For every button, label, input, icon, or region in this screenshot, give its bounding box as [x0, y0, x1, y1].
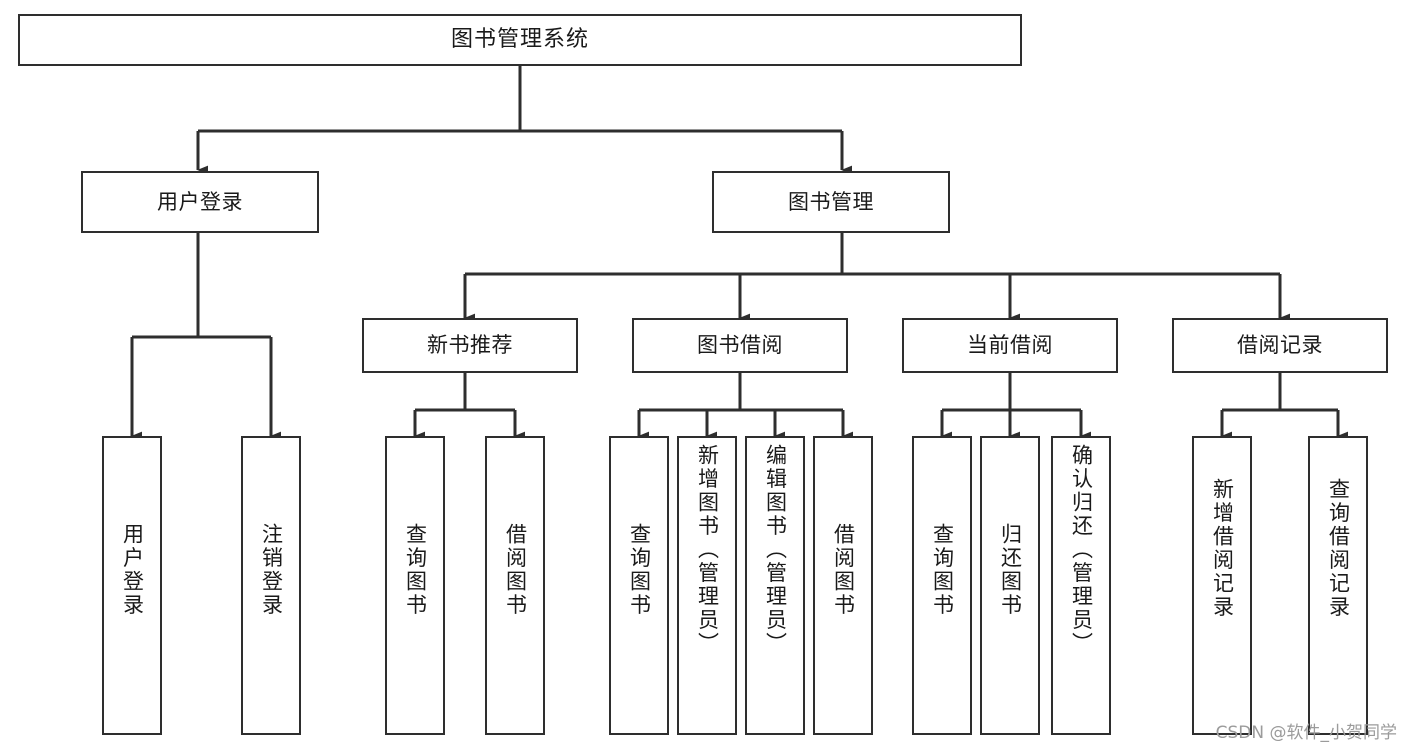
node-label: 当前借阅: [967, 333, 1053, 358]
node-label: 借阅记录: [1237, 333, 1323, 358]
node-new-book-recommendation[interactable]: 新书推荐: [362, 318, 578, 373]
node-label: 查询借阅记录: [1326, 478, 1351, 619]
node-label: 新书推荐: [427, 333, 513, 358]
node-book-management[interactable]: 图书管理: [712, 171, 950, 233]
node-label: 借阅图书: [831, 523, 856, 617]
leaf-borrow-book-new-rec[interactable]: 借阅图书: [485, 436, 545, 735]
node-label: 查询图书: [627, 523, 652, 617]
leaf-query-book-current[interactable]: 查询图书: [912, 436, 972, 735]
leaf-logout[interactable]: 注销登录: [241, 436, 301, 735]
node-label: 归还图书: [998, 523, 1023, 617]
leaf-borrow-book-borrow[interactable]: 借阅图书: [813, 436, 873, 735]
leaf-user-login[interactable]: 用户登录: [102, 436, 162, 735]
leaf-return-book[interactable]: 归还图书: [980, 436, 1040, 735]
node-label: 新增借阅记录: [1210, 478, 1235, 619]
leaf-edit-book-admin[interactable]: 编辑图书（管理员）: [745, 436, 805, 735]
node-label: 借阅图书: [503, 523, 528, 617]
csdn-watermark: CSDN @软件_小贺同学: [1215, 723, 1397, 743]
leaf-query-borrow-record[interactable]: 查询借阅记录: [1308, 436, 1368, 735]
node-label: 用户登录: [120, 523, 145, 617]
node-user-login[interactable]: 用户登录: [81, 171, 319, 233]
node-label: 注销登录: [259, 523, 284, 617]
leaf-add-borrow-record[interactable]: 新增借阅记录: [1192, 436, 1252, 735]
leaf-add-book-admin[interactable]: 新增图书（管理员）: [677, 436, 737, 735]
node-label: 查询图书: [930, 523, 955, 617]
node-book-borrowing[interactable]: 图书借阅: [632, 318, 848, 373]
node-label: 图书管理: [788, 189, 874, 214]
node-borrowing-record[interactable]: 借阅记录: [1172, 318, 1388, 373]
leaf-query-book-borrow[interactable]: 查询图书: [609, 436, 669, 735]
leaf-confirm-return-admin[interactable]: 确认归还（管理员）: [1051, 436, 1111, 735]
node-root-book-management-system[interactable]: 图书管理系统: [18, 14, 1022, 66]
node-current-borrowing[interactable]: 当前借阅: [902, 318, 1118, 373]
node-label: 新增图书（管理员）: [695, 444, 720, 656]
node-label: 图书借阅: [697, 333, 783, 358]
node-label: 用户登录: [157, 189, 243, 214]
leaf-query-book-new-rec[interactable]: 查询图书: [385, 436, 445, 735]
node-label: 确认归还（管理员）: [1069, 444, 1094, 656]
node-label: 图书管理系统: [450, 27, 589, 53]
node-label: 查询图书: [403, 523, 428, 617]
node-label: 编辑图书（管理员）: [763, 444, 788, 656]
